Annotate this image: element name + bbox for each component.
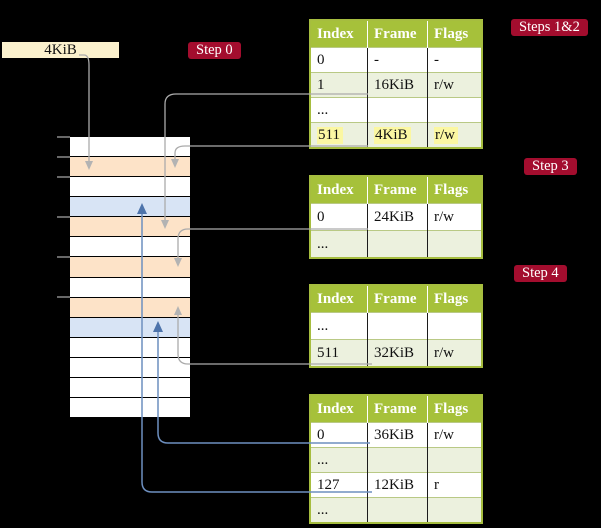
table-cell: 127 <box>310 472 368 498</box>
table-cell: 0 <box>310 203 368 231</box>
table-cell: 24KiB <box>367 203 428 231</box>
table-cell: r/w <box>427 339 482 367</box>
column-header-flags: Flags <box>427 395 482 423</box>
address-ticks <box>57 136 70 298</box>
table-cell: 1 <box>310 72 368 98</box>
table-cell: 511 <box>310 339 368 367</box>
table-cell <box>367 312 428 340</box>
table-row: ... <box>310 97 482 123</box>
physical-memory-column <box>70 137 190 418</box>
table-cell <box>427 230 482 258</box>
table-row: ... <box>310 447 482 473</box>
memory-frame-row-5 <box>70 237 190 258</box>
column-header-flags: Flags <box>427 20 482 48</box>
column-header-index: Index <box>310 176 368 204</box>
table-cell: r/w <box>427 203 482 231</box>
column-header-index: Index <box>310 20 368 48</box>
table-cell: 0 <box>310 47 368 73</box>
table-cell <box>367 230 428 258</box>
table-cell <box>367 97 428 123</box>
badge-step-0: Step 0 <box>188 42 241 59</box>
table-row: ... <box>310 497 482 523</box>
table-cell: ... <box>310 230 368 258</box>
memory-frame-row-0 <box>70 137 190 158</box>
table-cell: ... <box>310 312 368 340</box>
table-row: 0-- <box>310 47 482 73</box>
table-cell: 32KiB <box>367 339 428 367</box>
table-cell: r/w <box>427 122 482 148</box>
table-cell: r/w <box>427 422 482 448</box>
table-cell <box>427 97 482 123</box>
memory-frame-row-10 <box>70 337 190 358</box>
table-cell <box>367 497 428 523</box>
badge-steps-1-2: Steps 1&2 <box>511 19 588 36</box>
table-cell: r/w <box>427 72 482 98</box>
table-cell: ... <box>310 97 368 123</box>
memory-frame-row-1 <box>70 157 190 178</box>
memory-frame-row-2 <box>70 177 190 198</box>
column-header-index: Index <box>310 285 368 313</box>
table-row: ... <box>310 230 482 258</box>
memory-frame-row-3 <box>70 197 190 218</box>
column-header-frame: Frame <box>367 285 428 313</box>
memory-frame-row-4 <box>70 217 190 238</box>
memory-frame-row-12 <box>70 377 190 399</box>
column-header-frame: Frame <box>367 176 428 204</box>
table-cell <box>427 497 482 523</box>
table-cell: 16KiB <box>367 72 428 98</box>
frame-size-label: 4KiB <box>2 42 119 58</box>
table-cell: ... <box>310 447 368 473</box>
table-cell: 4KiB <box>367 122 428 148</box>
table-cell: 12KiB <box>367 472 428 498</box>
column-header-flags: Flags <box>427 285 482 313</box>
memory-frame-row-6 <box>70 257 190 278</box>
table-cell: r <box>427 472 482 498</box>
table-cell <box>427 447 482 473</box>
column-header-flags: Flags <box>427 176 482 204</box>
table-row: ... <box>310 312 482 340</box>
table-cell <box>367 447 428 473</box>
badge-step-3: Step 3 <box>524 158 577 175</box>
memory-frame-row-7 <box>70 277 190 298</box>
memory-frame-row-11 <box>70 357 190 378</box>
memory-frame-row-9 <box>70 317 190 338</box>
column-header-index: Index <box>310 395 368 423</box>
table-cell: - <box>367 47 428 73</box>
table-cell: 36KiB <box>367 422 428 448</box>
table-cell <box>427 312 482 340</box>
memory-frame-row-8 <box>70 297 190 318</box>
table-cell: - <box>427 47 482 73</box>
badge-step-4: Step 4 <box>514 265 567 282</box>
column-header-frame: Frame <box>367 20 428 48</box>
memory-frame-row-13 <box>70 398 190 418</box>
table-cell: ... <box>310 497 368 523</box>
table-cell: 0 <box>310 422 368 448</box>
column-header-frame: Frame <box>367 395 428 423</box>
table-cell: 511 <box>310 122 368 148</box>
